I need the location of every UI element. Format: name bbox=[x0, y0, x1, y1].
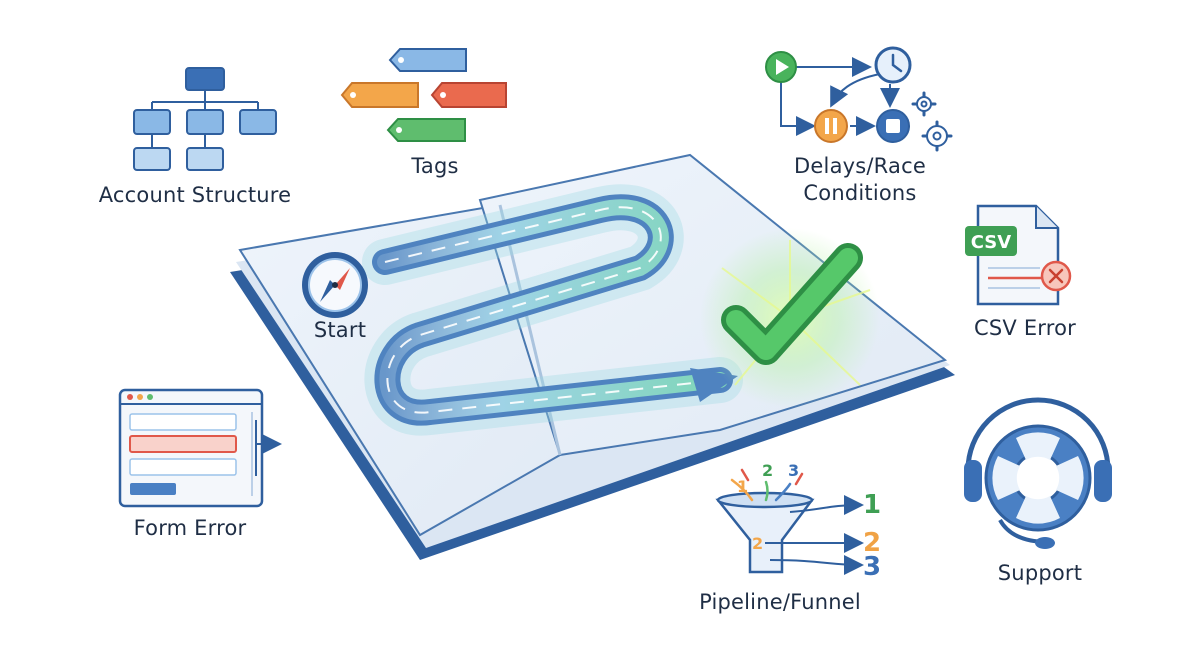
funnel-output-2: 2 bbox=[863, 528, 881, 558]
lifebuoy-headset-icon bbox=[964, 397, 1112, 549]
label-account-structure: Account Structure bbox=[98, 183, 292, 207]
funnel-input-1: 1 bbox=[737, 477, 748, 496]
label-csv-error: CSV Error bbox=[973, 316, 1077, 340]
tags-icon bbox=[340, 48, 507, 142]
funnel-mid-2: 2 bbox=[752, 534, 763, 553]
org-chart-icon bbox=[133, 67, 277, 171]
funnel-input-2: 2 bbox=[762, 461, 773, 480]
label-delays: Delays/Race Conditions bbox=[770, 153, 950, 207]
funnel-output-1: 1 bbox=[863, 490, 881, 520]
label-pipeline-funnel: Pipeline/Funnel bbox=[699, 590, 861, 614]
compass-icon bbox=[302, 252, 368, 318]
label-start: Start bbox=[313, 318, 367, 342]
csv-badge-text: CSV bbox=[971, 232, 1012, 253]
label-form-error: Form Error bbox=[133, 516, 247, 540]
flow-clock-icon bbox=[765, 46, 953, 152]
funnel-output-3: 3 bbox=[863, 552, 881, 582]
form-window-icon bbox=[118, 388, 282, 508]
label-delays-line2: Conditions bbox=[803, 181, 917, 205]
label-delays-line1: Delays/Race bbox=[794, 154, 926, 178]
csv-file-error-icon: CSV bbox=[965, 204, 1072, 306]
funnel-icon: 1 2 3 2 1 2 3 bbox=[715, 461, 881, 582]
checkmark-icon bbox=[700, 228, 880, 408]
funnel-input-3: 3 bbox=[788, 461, 799, 480]
label-tags: Tags bbox=[411, 154, 459, 178]
label-support: Support bbox=[997, 561, 1083, 585]
